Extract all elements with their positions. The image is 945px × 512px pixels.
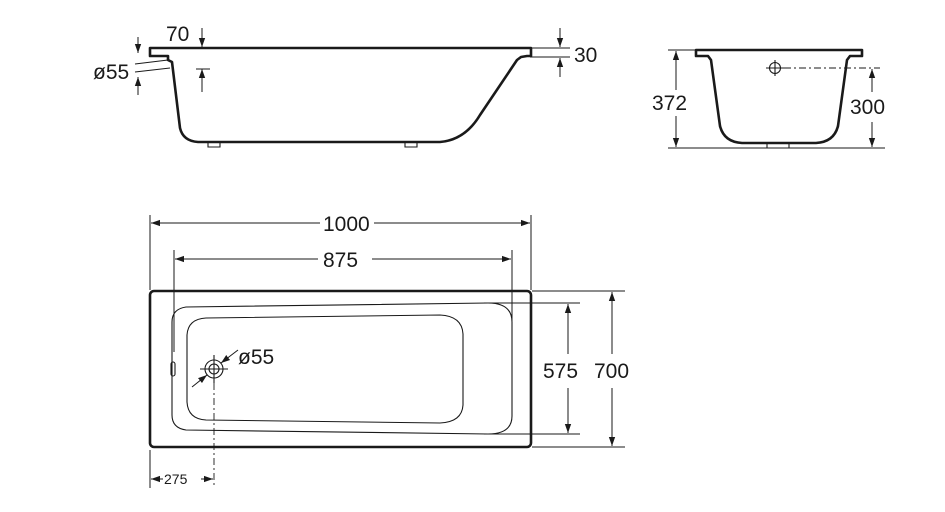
rim-width-label: 70 [166, 23, 189, 46]
inner-width-label: 575 [543, 360, 578, 383]
inner-length-label: 875 [323, 249, 358, 272]
rim-thickness-label: 30 [574, 44, 597, 67]
end-view-tub-outline [694, 48, 864, 145]
top-view: 1000 875 575 700 ø55 275 [148, 213, 629, 488]
top-drain-diameter-label: ø55 [238, 346, 274, 369]
side-view-tub-outline [148, 46, 533, 144]
total-height-label: 372 [652, 92, 687, 115]
overall-width-label: 700 [594, 360, 629, 383]
top-view-outer-rim [148, 289, 533, 449]
drain-symbol [200, 355, 228, 383]
end-view: 372 300 [652, 48, 885, 149]
side-drain-diameter-label: ø55 [93, 61, 129, 84]
side-view: 70 ø55 30 [93, 23, 597, 148]
overall-length-label: 1000 [323, 213, 370, 236]
overflow-height-label: 300 [850, 96, 885, 119]
overflow-symbol [766, 60, 784, 76]
drain-offset-label: 275 [164, 471, 188, 487]
